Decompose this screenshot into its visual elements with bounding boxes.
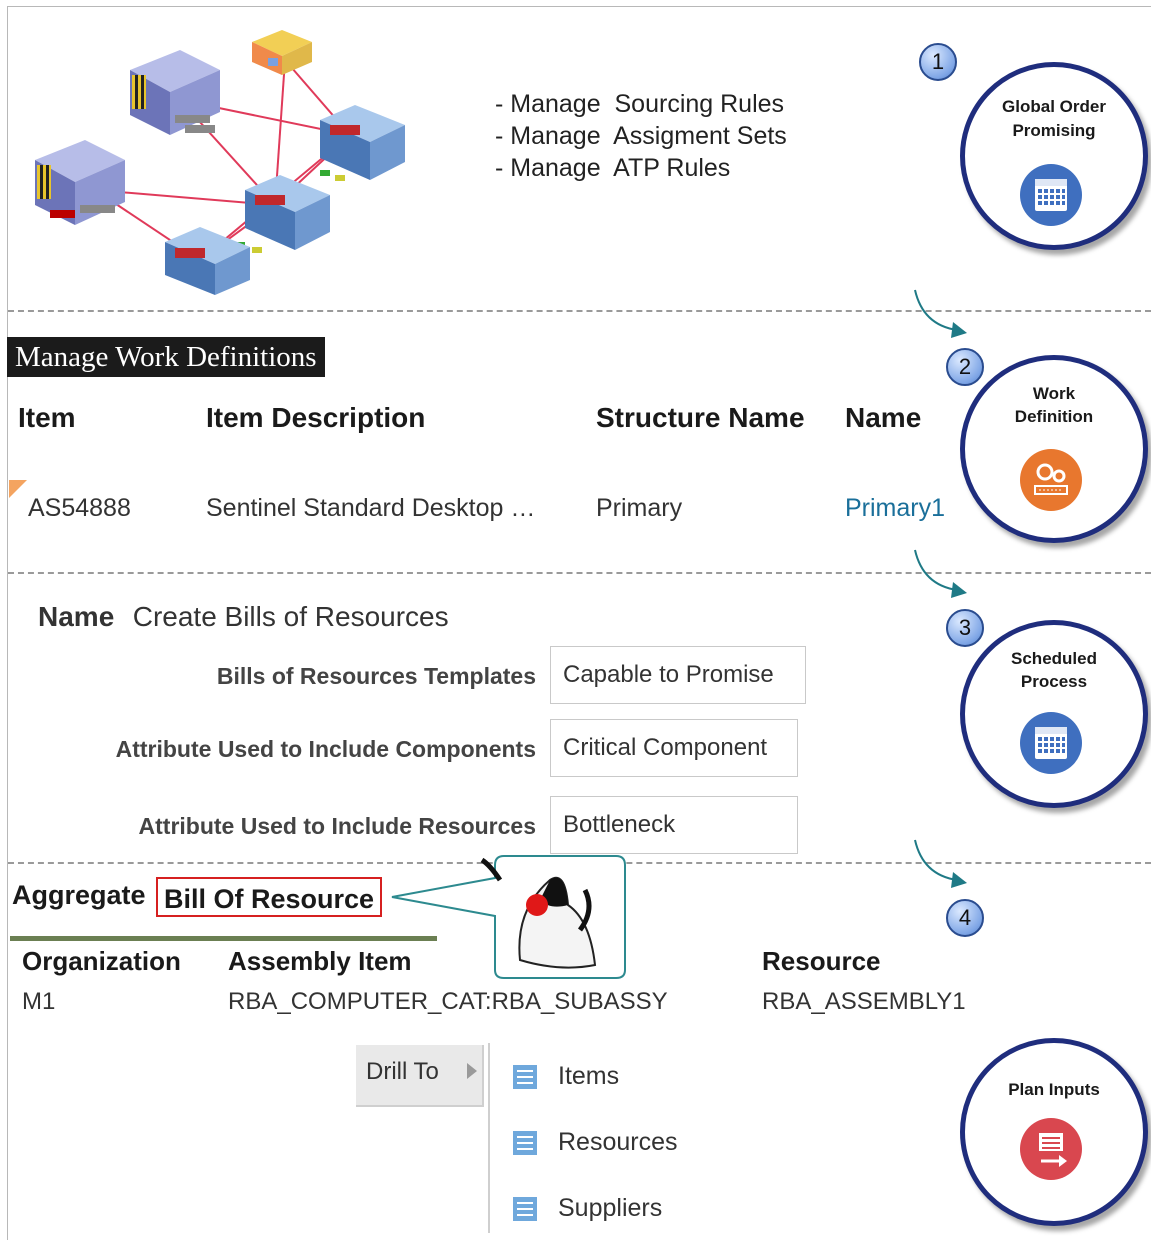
column-header-organization: Organization — [22, 946, 181, 976]
supply-network-illustration — [35, 30, 405, 295]
menu-item-label: Resources — [558, 1128, 678, 1156]
column-header-name: Name — [845, 402, 922, 433]
bill-of-resource-highlight: Bill Of Resource — [156, 877, 383, 917]
menu-item-resources[interactable]: Resources — [512, 1128, 678, 1157]
process-name-row: Name Create Bills of Resources — [38, 601, 449, 633]
step-title-line: Scheduled — [1011, 649, 1097, 668]
field-label: Bills of Resources Templates — [216, 663, 536, 689]
cell-resource: RBA_ASSEMBLY1 — [762, 988, 966, 1015]
cell-organization: M1 — [22, 988, 56, 1015]
row-selection-marker — [9, 480, 27, 498]
step-number-badge: 2 — [946, 348, 984, 386]
bor-templates-field[interactable]: Capable to Promise — [550, 646, 806, 704]
factory-icon — [130, 50, 220, 135]
section-divider — [8, 310, 1151, 312]
mascot-icon — [480, 857, 597, 969]
list-icon — [513, 1196, 537, 1221]
flow-arrow — [914, 549, 967, 598]
gears-icon — [1020, 449, 1082, 511]
step-number-badge: 4 — [946, 899, 984, 937]
section-divider — [8, 572, 1151, 574]
work-definitions-title: Manage Work Definitions — [7, 337, 325, 377]
drill-to-menu-button[interactable]: Drill To — [356, 1045, 484, 1107]
menu-item-items[interactable]: Items — [512, 1062, 619, 1091]
section-underline — [10, 936, 437, 941]
include-components-field[interactable]: Critical Component — [550, 719, 798, 777]
store-icon — [235, 175, 330, 253]
cell-item: AS54888 — [28, 494, 131, 522]
step-title-line: Promising — [1012, 121, 1096, 140]
calendar-icon — [1020, 164, 1082, 226]
step-scheduled-process: Scheduled Process — [960, 620, 1148, 808]
callout-bubble — [391, 855, 626, 979]
menu-item-label: Suppliers — [558, 1194, 663, 1222]
step-title-line: Work — [1032, 384, 1076, 403]
aggregate-title-prefix: Aggregate — [12, 880, 146, 910]
cell-assembly-item: RBA_COMPUTER_CAT:RBA_SUBASSY — [228, 988, 668, 1015]
calendar-icon — [1020, 712, 1082, 774]
distribution-center-icon — [252, 30, 312, 75]
flow-arrow — [914, 289, 967, 338]
process-name-label: Name — [38, 601, 115, 632]
step-number-badge: 1 — [919, 43, 957, 81]
step-title-line: Plan Inputs — [1008, 1080, 1100, 1099]
cell-structure-name: Primary — [596, 494, 683, 522]
step-title-line: Process — [1020, 672, 1088, 691]
list-icon — [513, 1130, 537, 1155]
plan-inputs-icon — [1020, 1118, 1082, 1180]
setup-task: - Manage Assigment Sets — [495, 122, 787, 150]
step-global-order-promising: Global Order Promising — [960, 62, 1148, 250]
menu-item-label: Items — [558, 1062, 620, 1090]
chevron-right-icon — [467, 1063, 477, 1079]
setup-task: - Manage Sourcing Rules — [495, 90, 785, 118]
step-title-line: Definition — [1014, 407, 1094, 426]
column-header-resource: Resource — [762, 946, 881, 976]
work-definition-link[interactable]: Primary1 — [845, 494, 946, 522]
field-label: Attribute Used to Include Components — [115, 736, 536, 762]
step-title-line: Global Order — [1002, 97, 1106, 116]
column-header-item-description: Item Description — [206, 402, 426, 433]
setup-task-list: - Manage Sourcing Rules - Manage Assigme… — [495, 88, 787, 184]
process-name-value: Create Bills of Resources — [132, 601, 449, 632]
include-resources-field[interactable]: Bottleneck — [550, 796, 798, 854]
setup-task: - Manage ATP Rules — [495, 154, 731, 182]
step-plan-inputs: Plan Inputs — [960, 1038, 1148, 1226]
list-icon — [513, 1064, 537, 1089]
menu-item-suppliers[interactable]: Suppliers — [512, 1194, 662, 1223]
factory-icon — [35, 140, 125, 225]
drill-to-label: Drill To — [366, 1058, 439, 1085]
diagram-frame — [7, 6, 1151, 1240]
column-header-item: Item — [18, 402, 76, 433]
field-label: Attribute Used to Include Resources — [138, 813, 536, 839]
step-number-badge: 3 — [946, 609, 984, 647]
column-header-assembly-item: Assembly Item — [228, 946, 412, 976]
column-header-structure-name: Structure Name — [596, 402, 805, 433]
store-icon — [165, 227, 250, 295]
submenu-border — [488, 1043, 490, 1233]
flow-arrow — [914, 839, 967, 888]
store-icon — [320, 105, 405, 181]
step-work-definition: Work Definition — [960, 355, 1148, 543]
cell-item-description: Sentinel Standard Desktop … — [206, 494, 536, 522]
